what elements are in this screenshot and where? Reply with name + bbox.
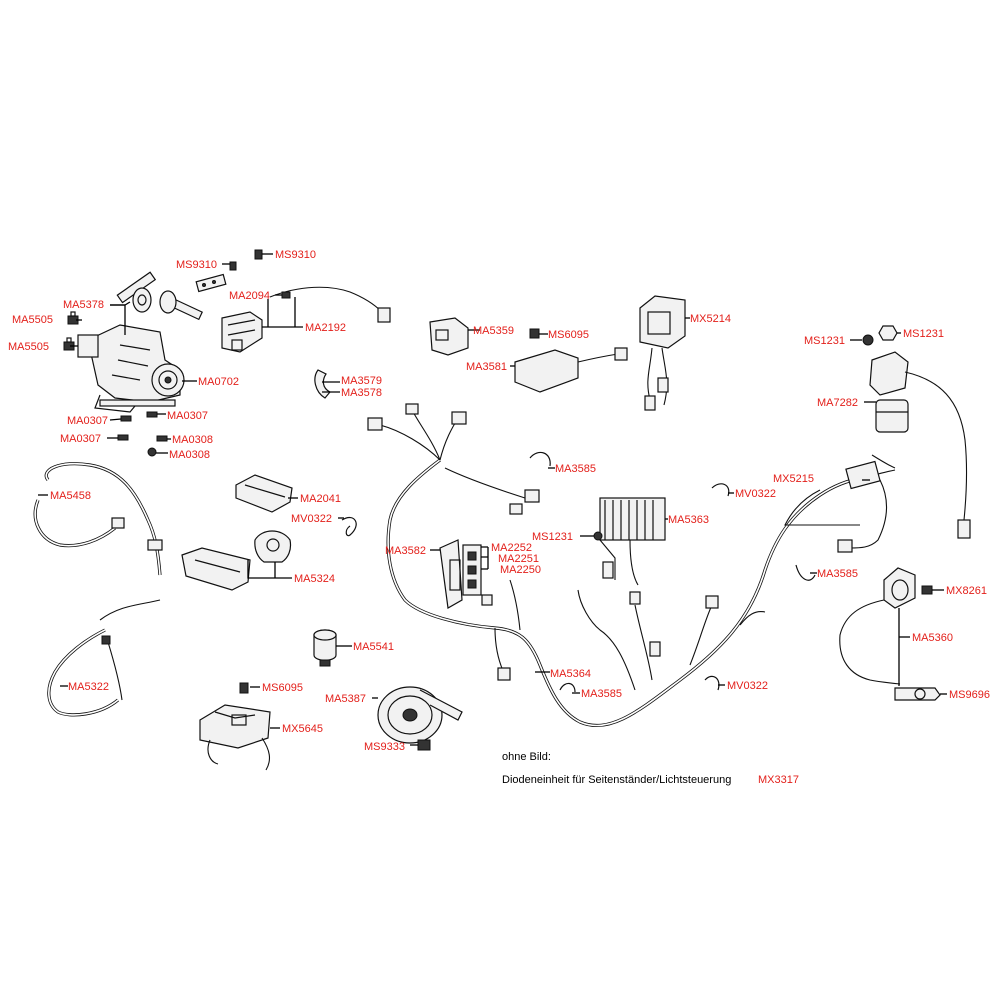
label-ma2252: MA2252 <box>491 542 532 554</box>
label-ma3585-top: MA3585 <box>555 463 596 475</box>
tie-mv0322-top <box>711 483 734 497</box>
label-mv0322-bottom: MV0322 <box>727 680 768 692</box>
label-ma2250: MA2250 <box>500 564 541 576</box>
relay-bracket-assembly <box>195 249 391 353</box>
tie-mv0322-left <box>338 516 357 537</box>
bolts-ma0307-ma0308 <box>117 411 168 457</box>
label-ma5364: MA5364 <box>550 668 591 680</box>
clip-ma3585-right <box>795 564 817 581</box>
note-heading: ohne Bild: <box>502 751 551 763</box>
label-mx5215: MX5215 <box>773 473 814 485</box>
label-mv0322-top: MV0322 <box>735 488 776 500</box>
label-ms9696: MS9696 <box>949 689 990 701</box>
label-ma3582: MA3582 <box>385 545 426 557</box>
label-ma2251: MA2251 <box>498 553 539 565</box>
handlebar-switch-ma5324 <box>181 530 292 591</box>
part-labels: MS9310 MS9310 MA2094 MA2192 MA5378 MA550… <box>8 249 990 753</box>
switch-ma2041 <box>235 474 298 513</box>
label-ma3581: MA3581 <box>466 361 507 373</box>
screw-ms6095-top <box>529 328 548 339</box>
label-ms1231-a: MS1231 <box>804 335 845 347</box>
label-ms9333: MS9333 <box>364 741 405 753</box>
screw-ma5505-b-part <box>63 337 75 351</box>
nuts-ms1231 <box>850 325 901 346</box>
flasher-ma5541 <box>313 629 352 667</box>
horn-ma5387 <box>372 686 463 751</box>
label-ma5363: MA5363 <box>668 514 709 526</box>
label-ma5505-a: MA5505 <box>12 314 53 326</box>
label-ma5378: MA5378 <box>63 299 104 311</box>
label-ma0308-b: MA0308 <box>169 449 210 461</box>
note-part-code: MX3317 <box>758 774 799 786</box>
label-ma0307-a: MA0307 <box>67 415 108 427</box>
label-ma7282: MA7282 <box>817 397 858 409</box>
label-mx5645: MX5645 <box>282 723 323 735</box>
label-ma3585-right: MA3585 <box>817 568 858 580</box>
label-ms6095-top: MS6095 <box>548 329 589 341</box>
starter-solenoid-ma5360 <box>839 567 947 701</box>
label-ma2041: MA2041 <box>300 493 341 505</box>
relay-ma5359 <box>429 317 480 356</box>
label-ms1231-c: MS1231 <box>532 531 573 543</box>
label-ma0308-a: MA0308 <box>172 434 213 446</box>
note-description: Diodeneinheit für Seitenständer/Lichtste… <box>502 774 731 786</box>
keys-part <box>116 271 203 321</box>
label-ma5541: MA5541 <box>353 641 394 653</box>
label-mv0322-left: MV0322 <box>291 513 332 525</box>
label-ma5360: MA5360 <box>912 632 953 644</box>
label-ms1231-b: MS1231 <box>903 328 944 340</box>
regulator-mx5214 <box>639 295 690 411</box>
starter-relay-ma7282 <box>864 351 971 539</box>
clips-ma3579-ma3578 <box>314 369 340 399</box>
rectifier-ma5363 <box>580 497 668 586</box>
tie-mv0322-bottom <box>704 675 725 691</box>
label-ma2094: MA2094 <box>229 290 270 302</box>
clip-ma3585-top <box>529 451 555 469</box>
label-ma5324: MA5324 <box>294 573 335 585</box>
note-block: ohne Bild: Diodeneinheit für Seitenständ… <box>502 751 799 786</box>
ignition-lock-assembly <box>63 271 203 457</box>
label-mx5214: MX5214 <box>690 313 731 325</box>
screw-ma5505-a-part <box>67 311 79 325</box>
label-ma3578: MA3578 <box>341 387 382 399</box>
cable-ma5458 <box>33 462 163 576</box>
screw-ms6095-bottom <box>239 682 260 694</box>
label-ma3579: MA3579 <box>341 375 382 387</box>
cdi-ma3581 <box>510 347 628 393</box>
label-mx8261: MX8261 <box>946 585 987 597</box>
lock-body-part <box>77 324 185 413</box>
label-ma0307-c: MA0307 <box>60 433 101 445</box>
label-ma2192: MA2192 <box>305 322 346 334</box>
label-ms9310-a: MS9310 <box>176 259 217 271</box>
label-ma5505-b: MA5505 <box>8 341 49 353</box>
label-ma5359: MA5359 <box>473 325 514 337</box>
label-ma5322: MA5322 <box>68 681 109 693</box>
fusebox-ma3582 <box>430 539 489 609</box>
label-ma0307-b: MA0307 <box>167 410 208 422</box>
label-ma5387: MA5387 <box>325 693 366 705</box>
label-ma3585-bottom: MA3585 <box>581 688 622 700</box>
label-ms9310-b: MS9310 <box>275 249 316 261</box>
clip-ma3585-bottom <box>559 682 580 694</box>
main-wiring-harness-ma5364 <box>367 403 896 728</box>
label-ms6095-bottom: MS6095 <box>262 682 303 694</box>
bracket-mx5645 <box>199 704 280 771</box>
cable-ma5322 <box>47 599 161 717</box>
label-ma0702: MA0702 <box>198 376 239 388</box>
label-ma5458: MA5458 <box>50 490 91 502</box>
